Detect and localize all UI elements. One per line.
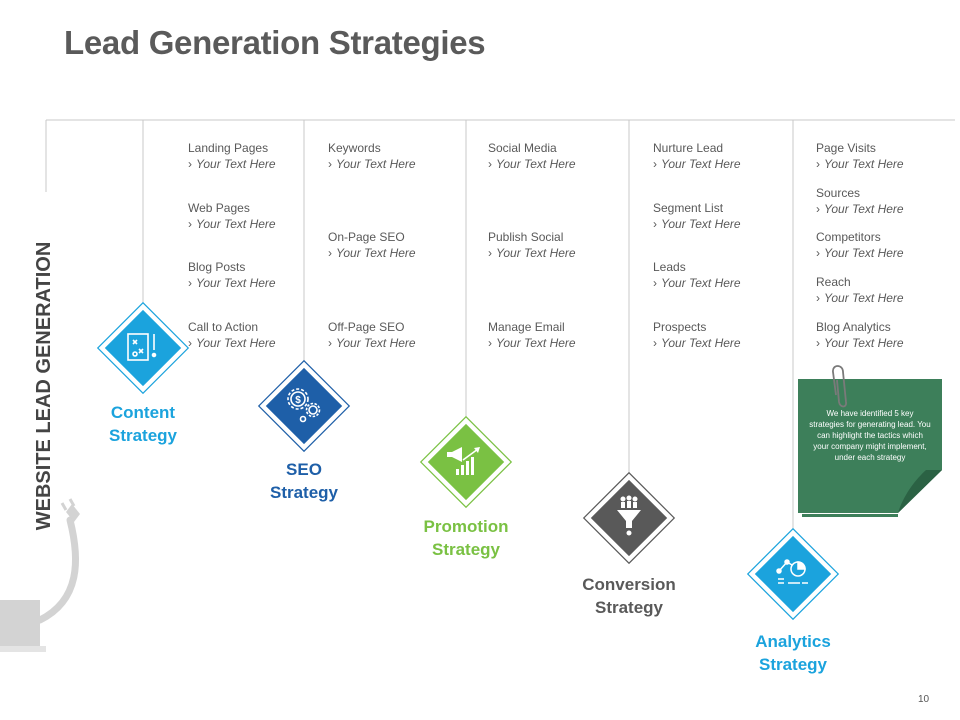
item-subtext: ›Your Text Here xyxy=(488,336,576,350)
item-title: Competitors xyxy=(816,230,881,244)
page-number: 10 xyxy=(918,694,930,705)
item-title: Landing Pages xyxy=(188,141,269,155)
item-subtext: ›Your Text Here xyxy=(653,276,741,290)
list-item: Web Pages ›Your Text Here xyxy=(188,200,328,232)
list-item: Prospects ›Your Text Here xyxy=(653,319,793,351)
item-subtext: ›Your Text Here xyxy=(328,157,416,171)
item-subtext: ›Your Text Here xyxy=(188,157,276,171)
item-title: Call to Action xyxy=(188,320,259,334)
promotion-strategy-diamond xyxy=(419,415,513,509)
item-title: Nurture Lead xyxy=(653,141,724,155)
item-title: Reach xyxy=(816,275,851,289)
sticky-note xyxy=(798,365,942,517)
list-item: Sources ›Your Text Here xyxy=(816,185,956,217)
list-item: Leads ›Your Text Here xyxy=(653,259,793,291)
list-item: On-Page SEO ›Your Text Here xyxy=(328,229,468,261)
item-title: Segment List xyxy=(653,201,724,215)
item-subtext: ›Your Text Here xyxy=(328,246,416,260)
item-subtext: ›Your Text Here xyxy=(653,217,741,231)
item-title: Prospects xyxy=(653,320,707,334)
list-item: Call to Action ›Your Text Here xyxy=(188,319,328,351)
item-subtext: ›Your Text Here xyxy=(188,336,276,350)
list-item: Competitors ›Your Text Here xyxy=(816,229,956,261)
item-subtext: ›Your Text Here xyxy=(816,291,904,305)
item-title: Page Visits xyxy=(816,141,876,155)
item-title: Social Media xyxy=(488,141,557,155)
item-subtext: ›Your Text Here xyxy=(816,157,904,171)
item-title: Blog Analytics xyxy=(816,320,891,334)
frame-lines xyxy=(45,119,955,534)
list-item: Blog Posts ›Your Text Here xyxy=(188,259,328,291)
list-item: Manage Email ›Your Text Here xyxy=(488,319,628,351)
paperclip-icon xyxy=(832,365,847,408)
item-subtext: ›Your Text Here xyxy=(328,336,416,350)
list-item: Social Media ›Your Text Here xyxy=(488,140,628,172)
list-item: Segment List ›Your Text Here xyxy=(653,200,793,232)
item-subtext: ›Your Text Here xyxy=(816,202,904,216)
strategy-board-icon xyxy=(127,333,157,361)
megaphone-chart-icon xyxy=(447,447,480,475)
analytics-strategy-diamond xyxy=(746,527,840,621)
item-subtext: ›Your Text Here xyxy=(816,246,904,260)
item-title: Blog Posts xyxy=(188,260,246,274)
plug-cable-icon xyxy=(0,498,80,652)
item-title: Publish Social xyxy=(488,230,564,244)
item-subtext: ›Your Text Here xyxy=(653,336,741,350)
list-item: Keywords ›Your Text Here xyxy=(328,140,468,172)
item-subtext: ›Your Text Here xyxy=(488,157,576,171)
conversion-strategy-diamond xyxy=(582,471,676,565)
list-item: Landing Pages ›Your Text Here xyxy=(188,140,328,172)
slide-title: Lead Generation Strategies xyxy=(64,24,486,61)
gears-dollar-icon: $ xyxy=(287,388,321,423)
item-subtext: ›Your Text Here xyxy=(188,276,276,290)
item-title: On-Page SEO xyxy=(328,230,405,244)
note-text: We have identified 5 key strategies for … xyxy=(809,409,931,462)
item-subtext: ›Your Text Here xyxy=(816,336,904,350)
list-item: Blog Analytics ›Your Text Here xyxy=(816,319,956,351)
list-item: Page Visits ›Your Text Here xyxy=(816,140,956,172)
analytics-pie-icon xyxy=(776,559,808,584)
svg-text:$: $ xyxy=(295,395,301,406)
item-title: Web Pages xyxy=(188,201,250,215)
item-subtext: ›Your Text Here xyxy=(488,246,576,260)
item-title: Leads xyxy=(653,260,686,274)
funnel-people-icon xyxy=(617,495,641,536)
seo-strategy-diamond: $ xyxy=(257,359,351,453)
item-subtext: ›Your Text Here xyxy=(653,157,741,171)
item-title: Keywords xyxy=(328,141,381,155)
item-title: Sources xyxy=(816,186,861,200)
content-strategy-diamond xyxy=(96,301,190,395)
list-item: Off-Page SEO ›Your Text Here xyxy=(328,319,468,351)
list-item: Publish Social ›Your Text Here xyxy=(488,229,628,261)
list-item: Nurture Lead ›Your Text Here xyxy=(653,140,793,172)
item-subtext: ›Your Text Here xyxy=(188,217,276,231)
item-title: Manage Email xyxy=(488,320,565,334)
list-item: Reach ›Your Text Here xyxy=(816,274,956,306)
item-title: Off-Page SEO xyxy=(328,320,405,334)
